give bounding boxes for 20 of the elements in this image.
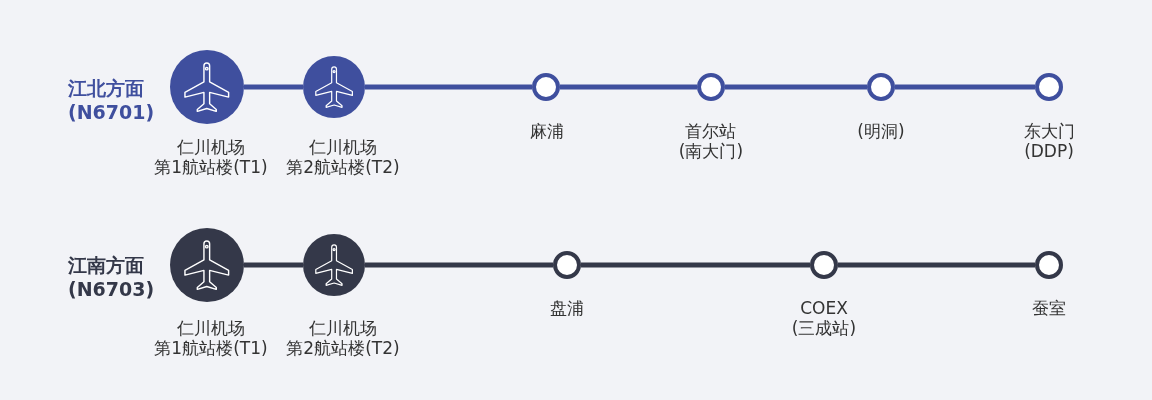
stop-name: 首尔站(南大门) bbox=[678, 121, 744, 161]
stop-name: 东大门(DDP) bbox=[1023, 121, 1075, 161]
route-line bbox=[244, 262, 303, 268]
stop-name: 仁川机场第1航站楼(T1) bbox=[154, 137, 268, 177]
stop-name: COEX(三成站) bbox=[791, 298, 857, 338]
stop-name: 麻浦 bbox=[530, 121, 564, 141]
stop-name: 仁川机场第2航站楼(T2) bbox=[286, 137, 400, 177]
stop-name: 仁川机场第2航站楼(T2) bbox=[286, 318, 400, 358]
route-line bbox=[895, 84, 1035, 90]
route-line bbox=[838, 262, 1035, 268]
stop-name: 仁川机场第1航站楼(T1) bbox=[154, 318, 268, 358]
stop-name: 盘浦 bbox=[550, 298, 584, 318]
stop-name: (明洞) bbox=[857, 121, 905, 141]
route-line bbox=[581, 262, 810, 268]
stop-name: 蚕室 bbox=[1032, 298, 1066, 318]
route-line bbox=[365, 262, 553, 268]
route-line bbox=[560, 84, 697, 90]
route-line bbox=[244, 84, 303, 90]
route-line bbox=[365, 84, 532, 90]
route-line bbox=[725, 84, 867, 90]
